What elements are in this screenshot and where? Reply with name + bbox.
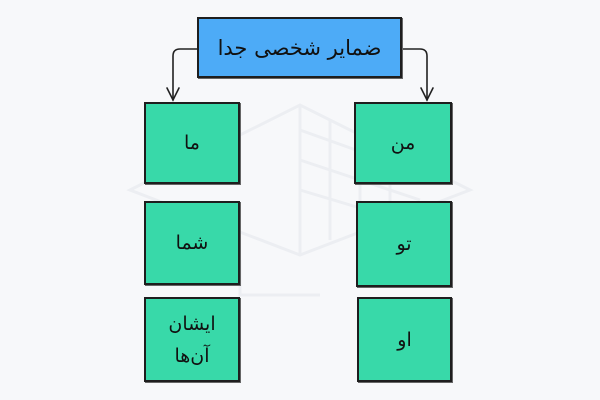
node-label: تو (396, 233, 412, 255)
node-u: او (357, 297, 452, 382)
node-label: شما (175, 232, 209, 254)
node-shoma: شما (144, 201, 240, 285)
root-node-personal-pronouns: ضمایر شخصی جدا (197, 17, 402, 78)
node-label: ما (184, 132, 200, 154)
node-label: او (397, 328, 412, 351)
node-ishan-anha: ایشان آن‌ها (144, 297, 240, 382)
node-label: من (390, 132, 416, 154)
root-node-label: ضمایر شخصی جدا (217, 35, 382, 60)
node-to: تو (356, 201, 452, 287)
node-man: من (354, 102, 452, 184)
node-label: ایشان آن‌ها (168, 312, 216, 367)
node-ma: ما (144, 102, 240, 184)
